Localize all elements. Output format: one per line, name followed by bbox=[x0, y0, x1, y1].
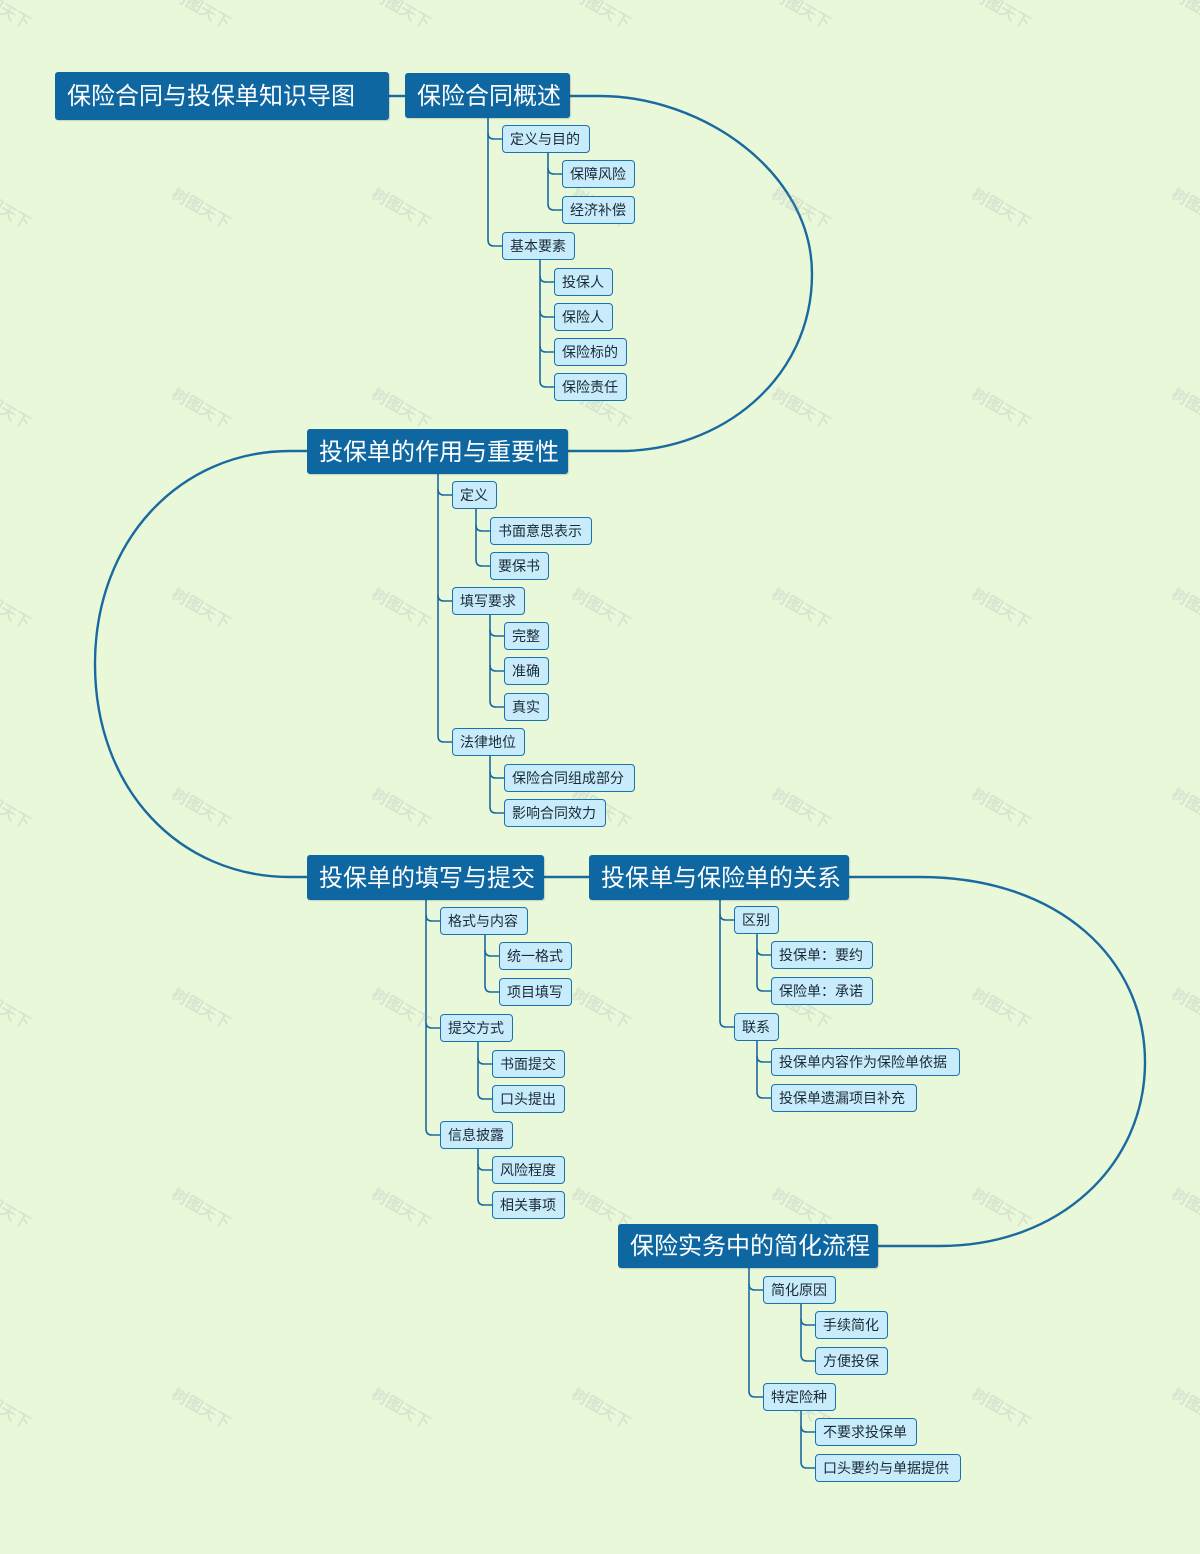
tree-topic4-a-branch bbox=[800, 1318, 815, 1326]
tree-topic2-b-branch bbox=[477, 1057, 492, 1065]
leaf-insurer[interactable]: 保险人 bbox=[554, 303, 613, 331]
leaf-content-basis[interactable]: 投保单内容作为保险单依据 bbox=[771, 1048, 960, 1076]
subtopic-disclosure[interactable]: 信息披露 bbox=[440, 1121, 513, 1149]
subtopic-difference[interactable]: 区别 bbox=[734, 906, 779, 934]
tree-topic2-a-branch bbox=[484, 985, 499, 993]
subtopic-definition[interactable]: 定义 bbox=[452, 481, 497, 509]
topic-application-filling[interactable]: 投保单的填写与提交 bbox=[307, 855, 544, 900]
leaf-written-submission[interactable]: 书面提交 bbox=[492, 1050, 565, 1078]
subtopic-submission-method[interactable]: 提交方式 bbox=[440, 1014, 513, 1042]
tree-topic1-branch bbox=[437, 594, 452, 602]
leaf-unified-format[interactable]: 统一格式 bbox=[499, 942, 572, 970]
tree-topic2-branch bbox=[425, 1021, 440, 1029]
topic-insurance-contract-overview[interactable]: 保险合同概述 bbox=[405, 73, 570, 118]
tree-topic1-b-branch bbox=[489, 700, 504, 708]
tree-topic2-c-branch bbox=[477, 1198, 492, 1206]
subtopic-specific-types[interactable]: 特定险种 bbox=[763, 1383, 836, 1411]
leaf-related-matters[interactable]: 相关事项 bbox=[492, 1191, 565, 1219]
subtopic-definition-purpose[interactable]: 定义与目的 bbox=[502, 125, 590, 153]
tree-topic1-b-branch bbox=[489, 629, 504, 637]
tree-topic3-b-branch bbox=[756, 1055, 771, 1063]
leaf-procedure-simplified[interactable]: 手续简化 bbox=[815, 1311, 888, 1339]
tree-topic3-branch bbox=[719, 913, 734, 921]
leaf-item-filling[interactable]: 项目填写 bbox=[499, 978, 572, 1006]
subtopic-simplify-reason[interactable]: 简化原因 bbox=[763, 1276, 836, 1304]
leaf-no-application-required[interactable]: 不要求投保单 bbox=[815, 1418, 917, 1446]
leaf-oral-proposal[interactable]: 口头提出 bbox=[492, 1085, 565, 1113]
tree-topic2-a-branch bbox=[484, 949, 499, 957]
tree-topic4-b-branch bbox=[800, 1461, 815, 1469]
tree-topic1-branch bbox=[437, 735, 452, 743]
leaf-contract-component[interactable]: 保险合同组成部分 bbox=[504, 764, 635, 792]
tree-topic2-branch bbox=[425, 1128, 440, 1136]
subtopic-filling-requirements[interactable]: 填写要求 bbox=[452, 587, 525, 615]
leaf-complete[interactable]: 完整 bbox=[504, 622, 549, 650]
tree-topic0-branch bbox=[487, 132, 502, 140]
curve-topic3-topic4 bbox=[849, 875, 1147, 1248]
tree-topic0-b-branch bbox=[539, 310, 554, 318]
tree-topic2-b-branch bbox=[477, 1092, 492, 1100]
tree-topic0-b-branch bbox=[539, 345, 554, 353]
tree-topic1-c-branch bbox=[489, 806, 504, 814]
tree-topic3-a-branch bbox=[756, 948, 771, 956]
leaf-risk-protection[interactable]: 保障风险 bbox=[562, 160, 635, 188]
tree-topic0-branch bbox=[487, 239, 502, 247]
tree-topic4-b-branch bbox=[800, 1425, 815, 1433]
leaf-written-intent[interactable]: 书面意思表示 bbox=[490, 517, 592, 545]
leaf-proposal-form[interactable]: 要保书 bbox=[490, 552, 549, 580]
leaf-risk-level[interactable]: 风险程度 bbox=[492, 1156, 565, 1184]
tree-topic1-b-branch bbox=[489, 664, 504, 672]
tree-topic2-branch bbox=[425, 914, 440, 922]
topic-application-policy-relation[interactable]: 投保单与保险单的关系 bbox=[589, 855, 849, 900]
root-node[interactable]: 保险合同与投保单知识导图 bbox=[55, 72, 389, 120]
subtopic-format-content[interactable]: 格式与内容 bbox=[440, 907, 528, 935]
tree-topic3-a-branch bbox=[756, 984, 771, 992]
topic-application-role[interactable]: 投保单的作用与重要性 bbox=[307, 429, 568, 474]
leaf-insured-subject[interactable]: 保险标的 bbox=[554, 338, 627, 366]
tree-topic2-c-branch bbox=[477, 1163, 492, 1171]
tree-topic4-branch bbox=[748, 1283, 763, 1291]
tree-topic0-a-branch bbox=[547, 167, 562, 175]
leaf-economic-compensation[interactable]: 经济补偿 bbox=[562, 196, 635, 224]
curve-topic1-topic2 bbox=[93, 449, 307, 879]
tree-topic0-b-branch bbox=[539, 275, 554, 283]
tree-topic1-branch bbox=[437, 488, 452, 496]
tree-topic4-a-branch bbox=[800, 1354, 815, 1362]
leaf-oral-offer-documents[interactable]: 口头要约与单据提供 bbox=[815, 1454, 961, 1482]
tree-topic4-branch bbox=[748, 1390, 763, 1398]
tree-topic3-branch bbox=[719, 1020, 734, 1028]
topic-simplified-process[interactable]: 保险实务中的简化流程 bbox=[618, 1224, 878, 1268]
subtopic-basic-elements[interactable]: 基本要素 bbox=[502, 232, 575, 260]
curve-topic0-topic1 bbox=[568, 94, 814, 453]
leaf-insurance-liability[interactable]: 保险责任 bbox=[554, 373, 627, 401]
tree-topic0-b-branch bbox=[539, 380, 554, 388]
leaf-policy-acceptance[interactable]: 保险单：承诺 bbox=[771, 977, 873, 1005]
leaf-convenient-insurance[interactable]: 方便投保 bbox=[815, 1347, 888, 1375]
tree-topic1-a-branch bbox=[475, 524, 490, 532]
tree-topic0-a-branch bbox=[547, 203, 562, 211]
subtopic-connection[interactable]: 联系 bbox=[734, 1013, 779, 1041]
leaf-omitted-supplement[interactable]: 投保单遗漏项目补充 bbox=[771, 1084, 917, 1112]
leaf-policyholder[interactable]: 投保人 bbox=[554, 268, 613, 296]
tree-topic1-a-branch bbox=[475, 559, 490, 567]
subtopic-legal-status[interactable]: 法律地位 bbox=[452, 728, 525, 756]
leaf-application-offer[interactable]: 投保单：要约 bbox=[771, 941, 873, 969]
leaf-accurate[interactable]: 准确 bbox=[504, 657, 549, 685]
tree-topic3-b-branch bbox=[756, 1091, 771, 1099]
leaf-truthful[interactable]: 真实 bbox=[504, 693, 549, 721]
tree-topic1-c-branch bbox=[489, 771, 504, 779]
leaf-affect-validity[interactable]: 影响合同效力 bbox=[504, 799, 606, 827]
